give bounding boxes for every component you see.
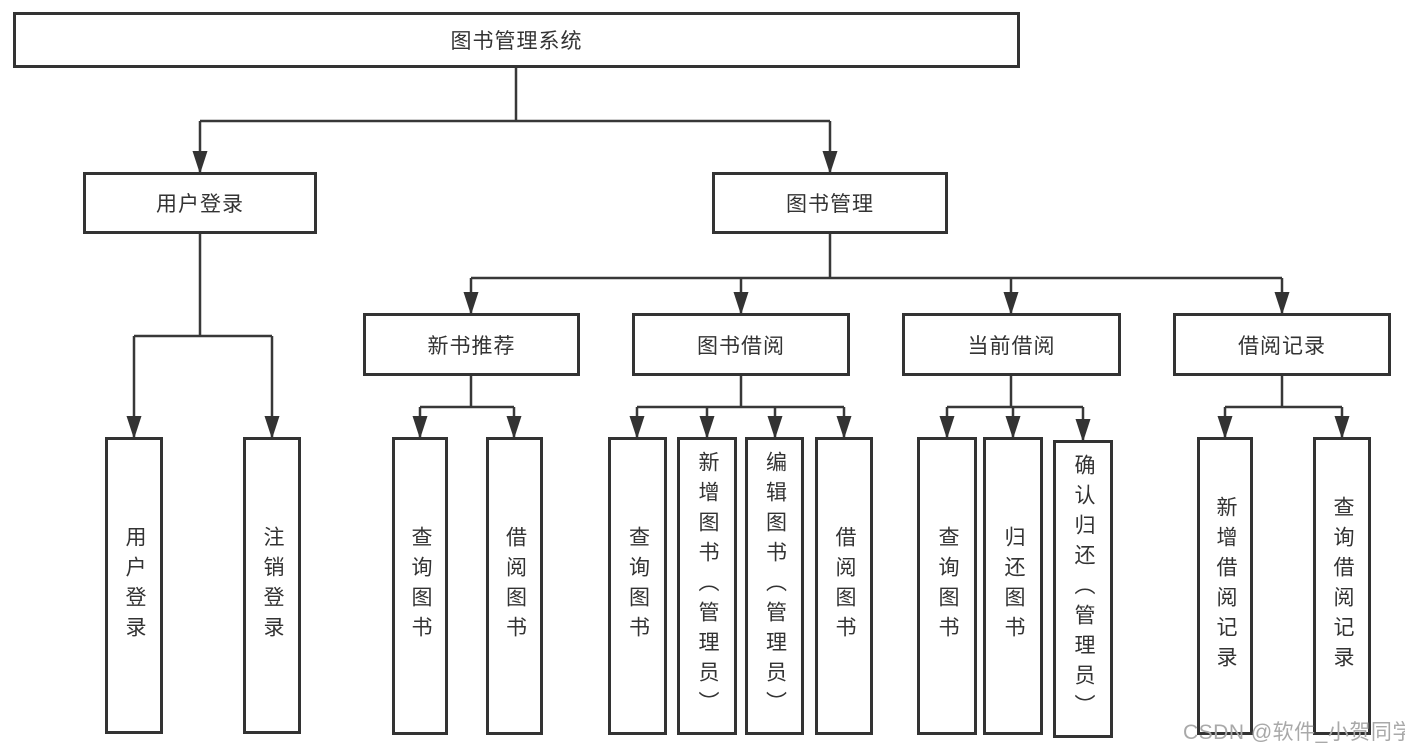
leaf-add-books-admin: 新增图书（管理员） — [677, 437, 737, 735]
connectors — [132, 68, 1344, 440]
arrowhead-icon — [412, 416, 428, 439]
connector-borrow-records-children — [1223, 376, 1344, 437]
node-borrow-records: 借阅记录 — [1173, 313, 1391, 376]
leaf-borrow-books-recommend: 借阅图书 — [486, 437, 543, 735]
connector-book-borrow-children — [635, 376, 846, 437]
connector-book-management-children — [469, 234, 1284, 313]
arrowhead-icon — [629, 416, 645, 439]
leaf-return-books: 归还图书 — [983, 437, 1043, 735]
arrowhead-icon — [822, 151, 838, 174]
csdn-watermark: CSDN @软件_小贺同学 — [1183, 721, 1405, 744]
leaf-logout: 注销登录 — [243, 437, 301, 734]
leaf-query-books-recommend: 查询图书 — [392, 437, 448, 735]
arrowhead-icon — [1003, 292, 1019, 315]
node-root-system: 图书管理系统 — [13, 12, 1020, 68]
leaf-query-books-current: 查询图书 — [917, 437, 977, 735]
connector-current-borrow-children — [945, 376, 1085, 440]
arrowhead-icon — [192, 151, 208, 174]
arrowhead-icon — [767, 416, 783, 439]
arrowhead-icon — [463, 292, 479, 315]
arrowhead-icon — [733, 292, 749, 315]
arrowhead-icon — [1274, 292, 1290, 315]
node-new-book-recommend: 新书推荐 — [363, 313, 580, 376]
node-book-borrow: 图书借阅 — [632, 313, 850, 376]
arrowhead-icon — [1217, 416, 1233, 439]
leaf-user-login: 用户登录 — [105, 437, 163, 734]
connector-user-login-children — [132, 234, 274, 437]
arrowhead-icon — [699, 416, 715, 439]
leaf-borrow-books: 借阅图书 — [815, 437, 873, 735]
connector-new-book-children — [418, 376, 516, 437]
arrowhead-icon — [1075, 419, 1091, 442]
leaf-confirm-return-admin: 确认归还（管理员） — [1053, 440, 1113, 738]
connector-root-to-level2 — [198, 68, 832, 172]
node-current-borrow: 当前借阅 — [902, 313, 1121, 376]
arrowhead-icon — [1005, 416, 1021, 439]
leaf-add-borrow-record: 新增借阅记录 — [1197, 437, 1253, 735]
arrowhead-icon — [836, 416, 852, 439]
arrowhead-icon — [506, 416, 522, 439]
arrowhead-icon — [939, 416, 955, 439]
arrowhead-icon — [1334, 416, 1350, 439]
node-user-login: 用户登录 — [83, 172, 317, 234]
arrowhead-icon — [264, 416, 280, 439]
leaf-edit-books-admin: 编辑图书（管理员） — [745, 437, 804, 735]
node-book-management: 图书管理 — [712, 172, 948, 234]
arrowhead-icon — [126, 416, 142, 439]
leaf-query-books-borrow: 查询图书 — [608, 437, 667, 735]
leaf-query-borrow-record: 查询借阅记录 — [1313, 437, 1371, 735]
